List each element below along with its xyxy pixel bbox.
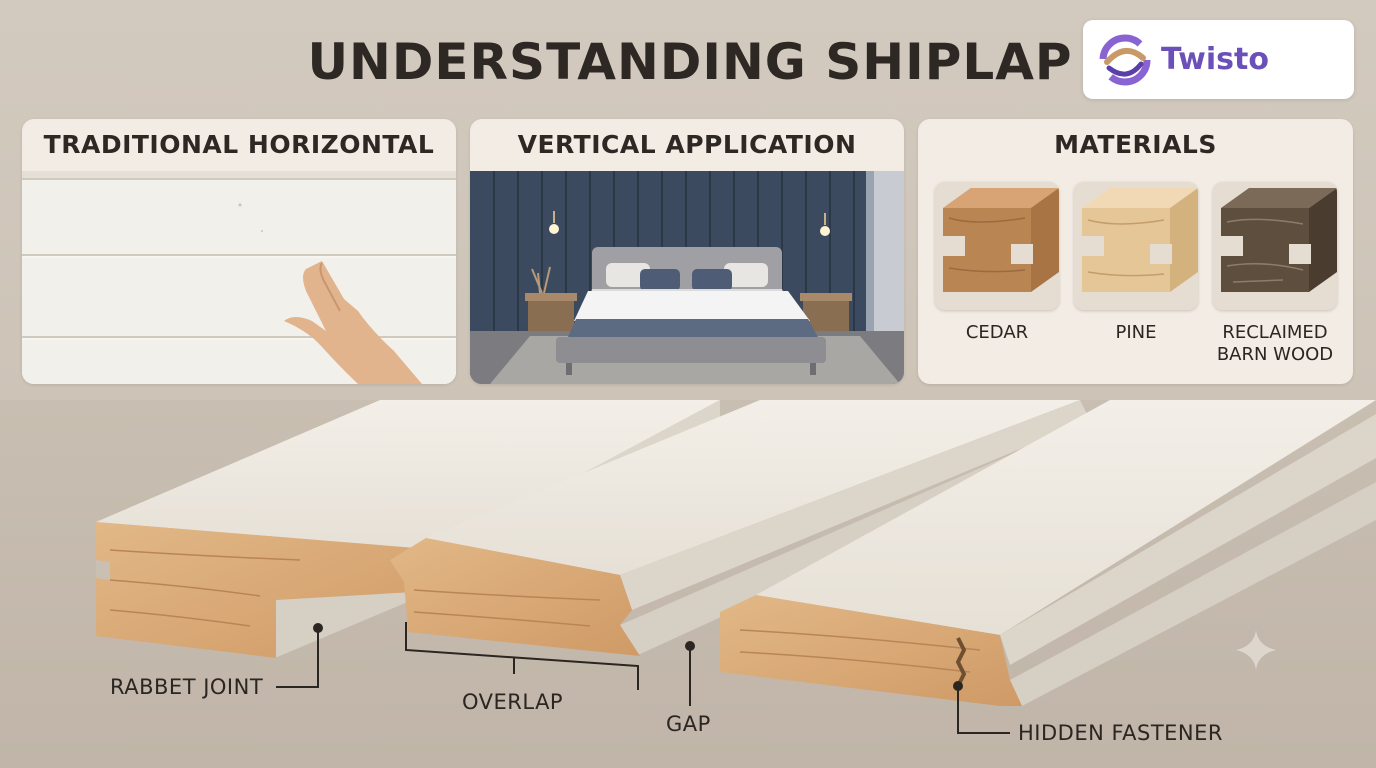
bedroom-photo	[470, 171, 904, 384]
gap-marker	[685, 641, 695, 651]
horizontal-boards-illustration	[22, 171, 456, 384]
swirl-logo-icon	[1099, 34, 1151, 86]
material-card-pine	[1074, 182, 1198, 310]
material-label-reclaimed: RECLAIMED BARN WOOD	[1216, 322, 1334, 365]
board-2	[390, 400, 1090, 656]
material-card-reclaimed	[1213, 182, 1337, 310]
callout-rabbet-joint: RABBET JOINT	[110, 675, 264, 699]
sparkle-icon	[1236, 630, 1276, 670]
brand-name: Twisto Pedia	[1161, 42, 1269, 156]
hidden-nail-icon	[955, 637, 967, 687]
fastener-marker	[953, 681, 963, 691]
material-label-pine: PINE	[1115, 322, 1157, 343]
panel-traditional-horizontal: TRADITIONAL HORIZONTAL	[22, 119, 456, 384]
callout-overlap: OVERLAP	[462, 690, 564, 714]
panel-vertical-application: VERTICAL APPLICATION	[470, 119, 904, 384]
brand-logo[interactable]: Twisto Pedia	[1083, 20, 1354, 156]
horizontal-wall-photo	[22, 171, 456, 384]
rabbet-joint-marker	[313, 623, 323, 633]
pine-board-icon	[1082, 188, 1198, 292]
material-card-cedar	[935, 182, 1059, 310]
callout-hidden-fastener: HIDDEN FASTENER	[1018, 721, 1223, 745]
cedar-board-icon	[943, 188, 1059, 292]
panel-title-materials: MATERIALS	[1054, 130, 1217, 159]
material-label-cedar: CEDAR	[965, 322, 1029, 343]
callout-lines	[276, 622, 1010, 734]
shiplap-board-diagram	[96, 400, 1376, 734]
page-title: UNDERSTANDING SHIPLAP	[307, 33, 1073, 91]
reclaimed-board-icon	[1221, 188, 1337, 292]
callout-gap: GAP	[666, 712, 711, 736]
board-3	[720, 400, 1376, 706]
panel-title-horizontal: TRADITIONAL HORIZONTAL	[43, 130, 435, 159]
panel-title-vertical: VERTICAL APPLICATION	[517, 130, 857, 159]
vertical-bedroom-illustration	[470, 171, 904, 384]
